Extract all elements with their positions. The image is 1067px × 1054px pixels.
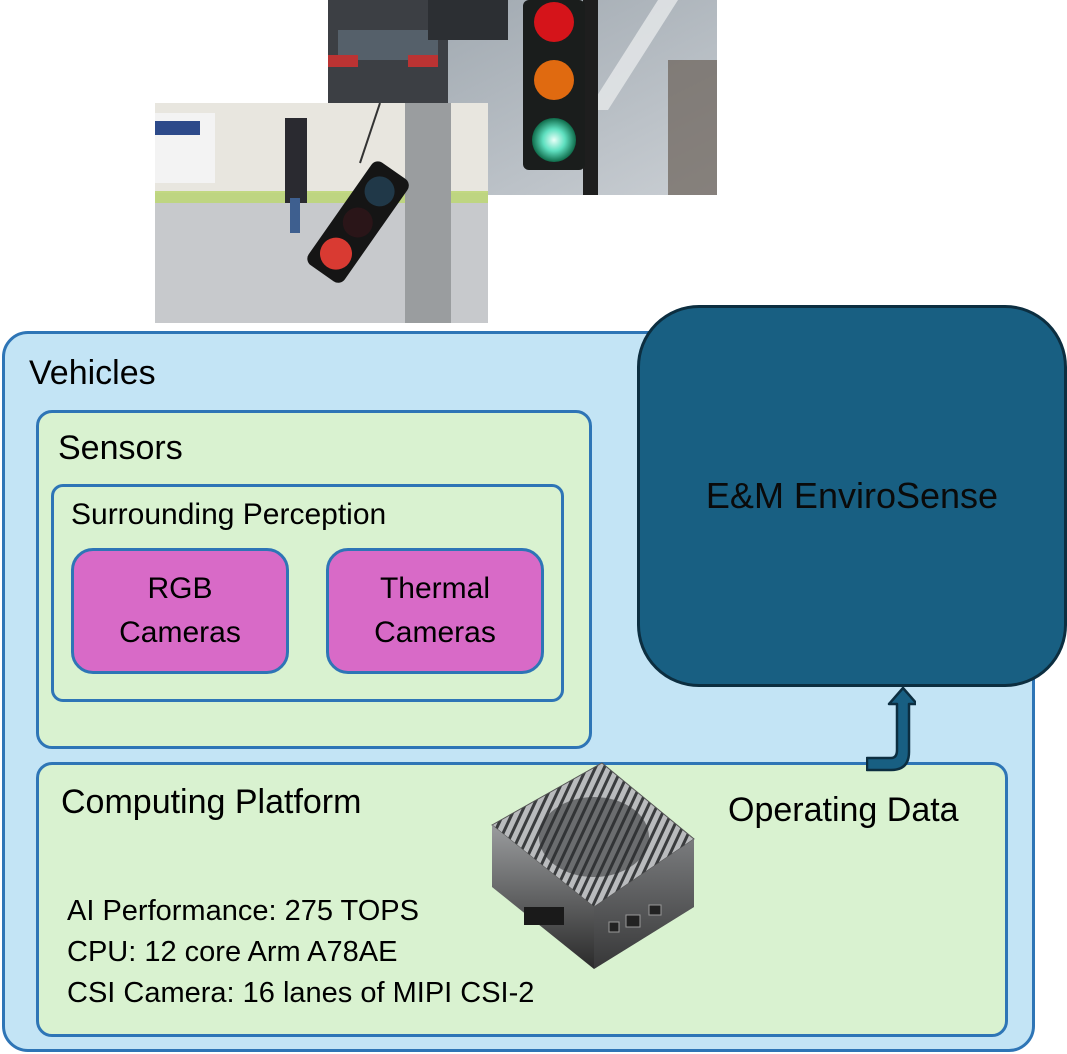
spec-ai-performance: AI Performance: 275 TOPS: [67, 895, 419, 927]
spec-csi-camera: CSI Camera: 16 lanes of MIPI CSI-2: [67, 977, 535, 1009]
surrounding-perception-box: Surrounding Perception RGB Cameras Therm…: [51, 484, 564, 702]
specs-list: AI Performance: 275 TOPS CPU: 12 core Ar…: [67, 891, 534, 1014]
thermal-cameras-line1: Thermal: [379, 572, 491, 605]
rgb-cameras-line2: Cameras: [119, 616, 241, 649]
sensors-box: Sensors Surrounding Perception RGB Camer…: [36, 410, 592, 749]
sensors-title: Sensors: [58, 429, 183, 467]
traffic-light-damaged-photo: [155, 103, 488, 323]
thermal-cameras-line2: Cameras: [374, 616, 496, 649]
thermal-cameras-box: Thermal Cameras: [326, 548, 544, 674]
traffic-light-upright-photo: [328, 0, 717, 195]
arrow-up-icon: [865, 684, 919, 774]
rgb-cameras-line1: RGB: [147, 572, 213, 605]
vehicles-title: Vehicles: [29, 354, 156, 392]
operating-data-label: Operating Data: [728, 791, 959, 829]
surrounding-perception-title: Surrounding Perception: [71, 498, 387, 531]
rgb-cameras-box: RGB Cameras: [71, 548, 289, 674]
spec-cpu: CPU: 12 core Arm A78AE: [67, 936, 398, 968]
computing-platform-title: Computing Platform: [61, 783, 362, 821]
edge-computer-icon: [484, 757, 712, 975]
envirosense-title: E&M EnviroSense: [705, 475, 999, 516]
envirosense-box: E&M EnviroSense: [637, 305, 1067, 687]
